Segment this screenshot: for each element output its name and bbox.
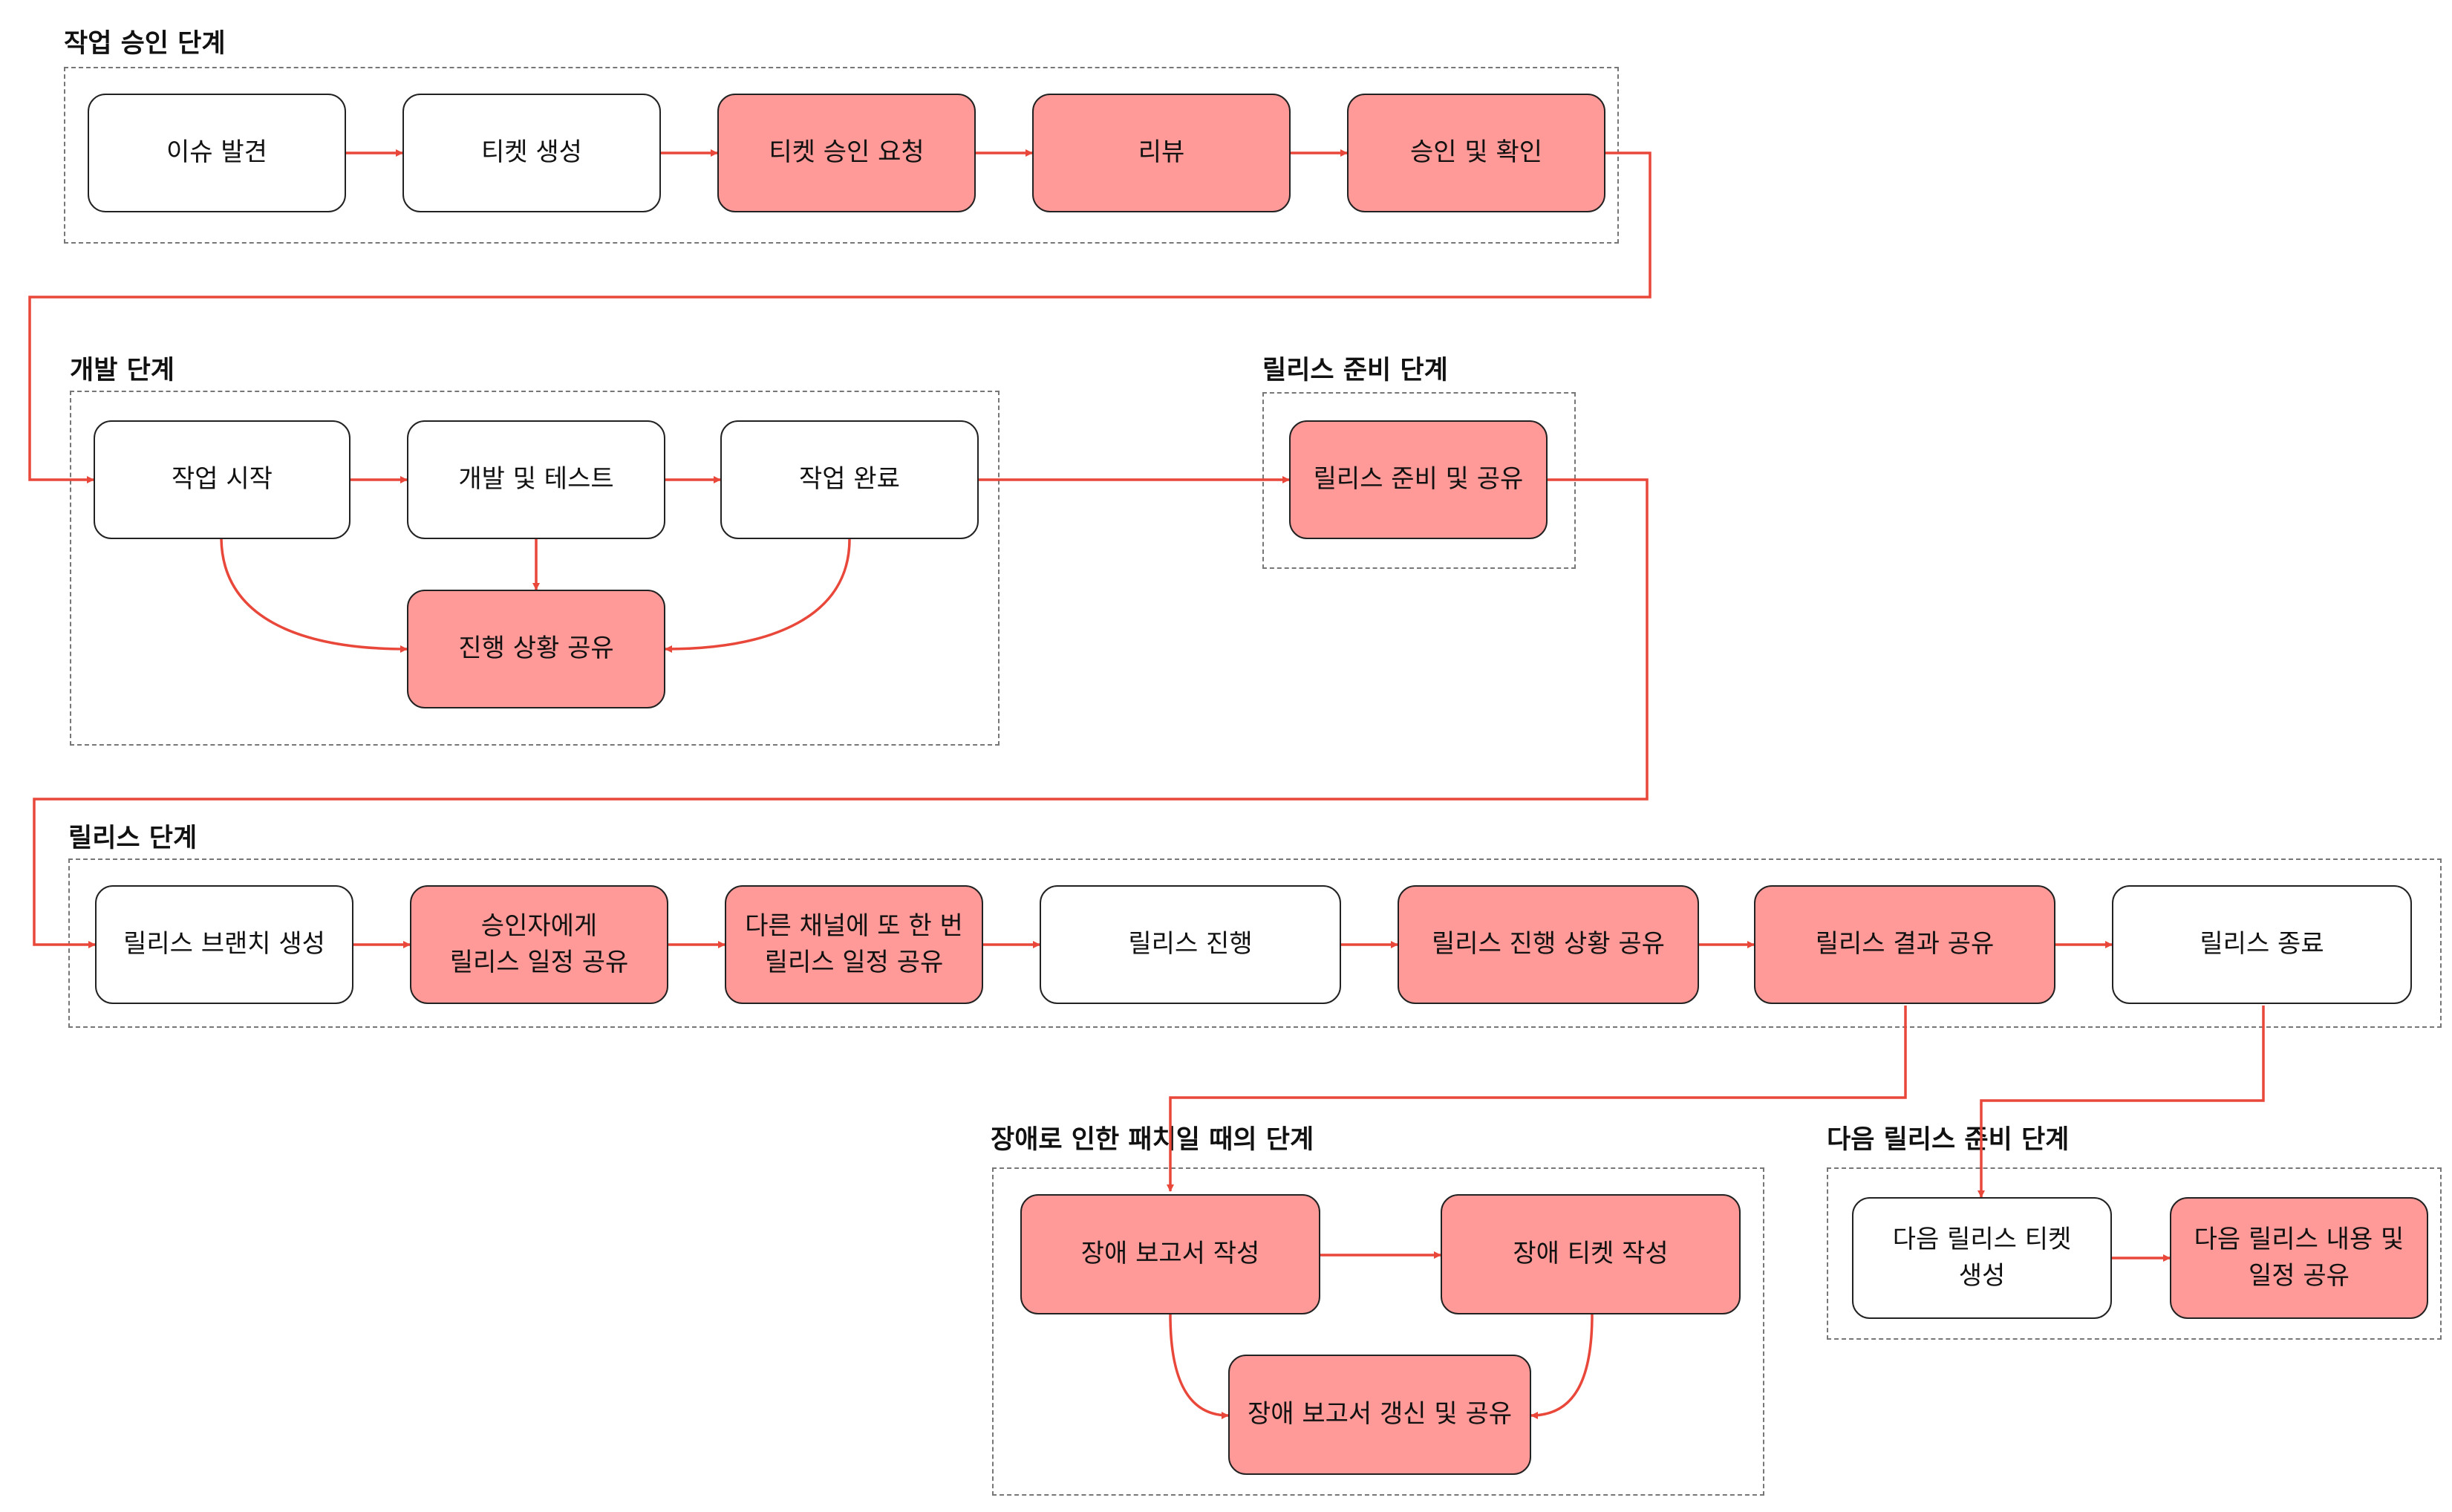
- node-label-line: 릴리스 준비 및 공유: [1313, 464, 1524, 495]
- node-label-line: 티켓 승인 요청: [769, 137, 925, 168]
- node-label-line: 개발 및 테스트: [458, 464, 614, 495]
- node-work-done: 작업 완료: [720, 420, 979, 539]
- node-label-line: 릴리스 진행 상황 공유: [1432, 929, 1665, 959]
- node-label-line: 진행 상황 공유: [458, 633, 614, 664]
- node-release-prep-share: 릴리스 준비 및 공유: [1289, 420, 1548, 539]
- group-incident-box: [992, 1167, 1764, 1496]
- group-approval-title: 작업 승인 단계: [64, 29, 226, 59]
- node-progress-share: 진행 상황 공유: [407, 590, 665, 708]
- node-ticket-approval-request: 티켓 승인 요청: [717, 94, 976, 212]
- group-approval-box: [64, 67, 1619, 244]
- node-label-line: 티켓 생성: [481, 137, 582, 168]
- group-next-release-title: 다음 릴리스 준비 단계: [1827, 1125, 2070, 1155]
- group-release-box: [68, 858, 2442, 1028]
- node-label-line: 릴리스 결과 공유: [1815, 929, 1995, 959]
- node-label-line: 승인 및 확인: [1409, 137, 1542, 168]
- edge-work-start-to-progress-share: [220, 538, 408, 653]
- node-label-line: 작업 완료: [799, 464, 900, 495]
- node-release-progress-share: 릴리스 진행 상황 공유: [1398, 885, 1699, 1004]
- node-release-result-share: 릴리스 결과 공유: [1754, 885, 2055, 1004]
- node-label-line: 생성: [1958, 1261, 2006, 1291]
- node-label-line: 릴리스 종료: [2200, 929, 2324, 959]
- group-release-title: 릴리스 단계: [68, 824, 198, 853]
- node-label-line: 일정 공유: [2249, 1261, 2350, 1291]
- node-label-line: 릴리스 일정 공유: [764, 948, 944, 977]
- group-next-release-box: [1827, 1167, 2442, 1340]
- node-issue-found: 이슈 발견: [88, 94, 346, 212]
- node-ticket-create: 티켓 생성: [402, 94, 661, 212]
- node-label-line: 작업 시작: [172, 464, 273, 495]
- node-incident-ticket: 장애 티켓 작성: [1441, 1194, 1741, 1314]
- node-label-line: 다른 채널에 또 한 번: [745, 910, 963, 941]
- node-work-start: 작업 시작: [94, 420, 350, 539]
- node-approve-confirm: 승인 및 확인: [1347, 94, 1605, 212]
- node-release-branch: 릴리스 브랜치 생성: [95, 885, 353, 1004]
- node-label-line: 다음 릴리스 내용 및: [2194, 1224, 2404, 1254]
- edge-approve-to-work-start: [28, 151, 1651, 483]
- node-dev-test: 개발 및 테스트: [407, 420, 665, 539]
- node-release-end: 릴리스 종료: [2112, 885, 2412, 1004]
- node-label-line: 이슈 발견: [166, 137, 267, 168]
- edge-work-done-to-progress-share: [665, 538, 851, 653]
- node-label-line: 릴리스 브랜치 생성: [123, 929, 325, 959]
- node-label-line: 다음 릴리스 티켓: [1892, 1224, 2072, 1254]
- node-label-line: 리뷰: [1138, 137, 1185, 168]
- edge-incident-ticket-to-update: [1530, 1314, 1594, 1419]
- node-label-line: 장애 보고서 작성: [1080, 1239, 1260, 1269]
- edge-result-to-incident-report: [1167, 1006, 1907, 1192]
- group-dev-box: [70, 391, 1000, 746]
- edge-release-end-to-next-ticket: [1977, 1006, 2265, 1198]
- node-release-run: 릴리스 진행: [1040, 885, 1341, 1004]
- node-label-line: 릴리스 진행: [1128, 929, 1253, 959]
- group-incident-title: 장애로 인한 패치일 때의 단계: [991, 1125, 1314, 1155]
- edge-release-prep-to-branch: [33, 478, 1649, 948]
- group-dev-title: 개발 단계: [70, 356, 175, 385]
- node-incident-report-update: 장애 보고서 갱신 및 공유: [1228, 1355, 1531, 1475]
- node-incident-report: 장애 보고서 작성: [1020, 1194, 1320, 1314]
- node-label-line: 릴리스 일정 공유: [449, 948, 629, 977]
- node-label-line: 승인자에게: [480, 910, 598, 941]
- edge-incident-report-to-update: [1169, 1314, 1229, 1419]
- group-release-prep-title: 릴리스 준비 단계: [1262, 356, 1448, 385]
- node-label-line: 장애 보고서 갱신 및 공유: [1247, 1399, 1513, 1430]
- node-review: 리뷰: [1032, 94, 1291, 212]
- node-label-line: 장애 티켓 작성: [1513, 1239, 1669, 1269]
